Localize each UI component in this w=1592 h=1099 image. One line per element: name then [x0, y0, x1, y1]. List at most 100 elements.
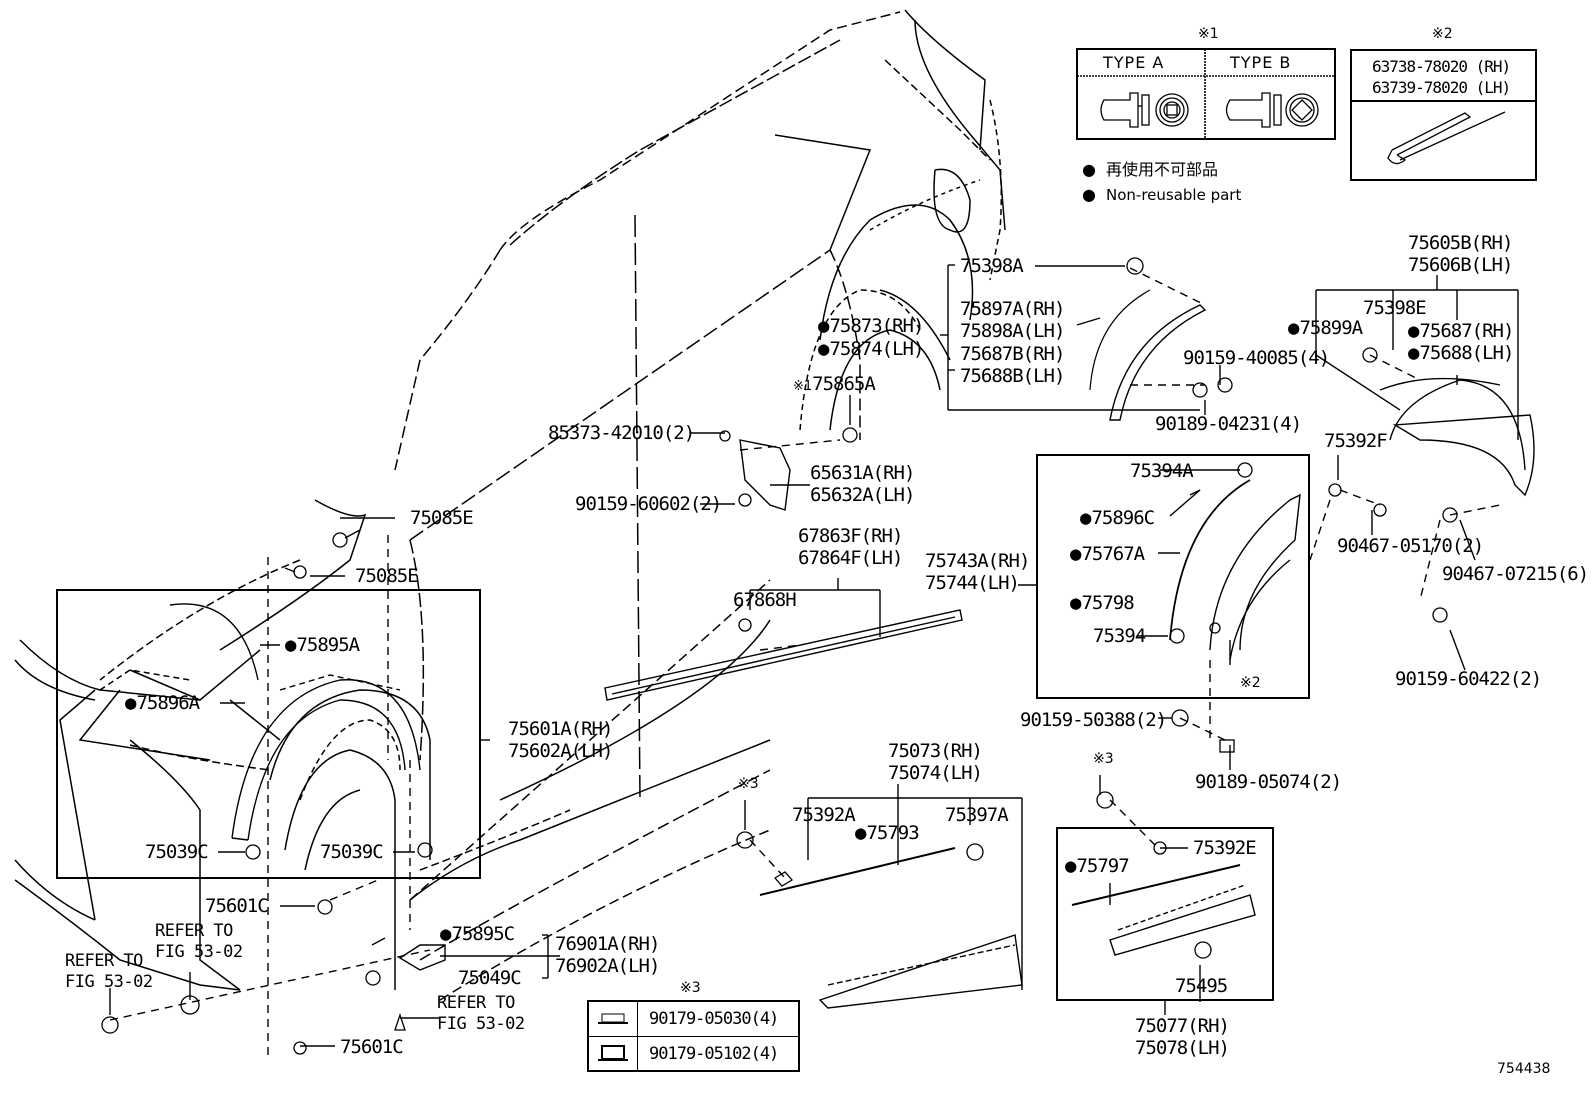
part-label-90189-05074[interactable]: 90189-05074(2)	[1195, 771, 1342, 793]
refer-note-left[interactable]: REFER TO FIG 53-02	[65, 951, 153, 992]
part-label-76901A[interactable]: 76901A(RH)	[555, 933, 660, 955]
part-label-75899A[interactable]: ●75899A	[1288, 317, 1363, 339]
nut-low-icon	[598, 1013, 628, 1024]
note3-part-1[interactable]: 90179-05030(4)	[649, 1009, 779, 1029]
part-label-75085E-upper[interactable]: 75085E	[410, 507, 474, 529]
refer-note-right[interactable]: REFER TO FIG 53-02	[437, 993, 525, 1034]
part-label-75039C-left[interactable]: 75039C	[145, 841, 209, 863]
non-reusable-dot-icon: ●	[818, 338, 829, 360]
part-label-75896C[interactable]: ●75896C	[1080, 507, 1155, 529]
part-label-90467-05170[interactable]: 90467-05170(2)	[1337, 535, 1484, 557]
non-reusable-dot-icon: ●	[1070, 543, 1081, 565]
non-reusable-dot-icon: ●	[1065, 855, 1076, 877]
part-label-85373-42010[interactable]: 85373-42010(2)	[548, 422, 695, 444]
part-label-75073[interactable]: 75073(RH)	[888, 740, 983, 762]
part-label-90159-60602[interactable]: 90159-60602(2)	[575, 493, 722, 515]
non-reusable-label-ja: 再使用不可部品	[1106, 160, 1219, 179]
callout-lines	[56, 264, 1519, 1047]
part-label-75688[interactable]: ●75688(LH)	[1408, 342, 1514, 364]
part-label-75687B[interactable]: 75687B(RH)	[960, 343, 1065, 365]
part-label-75767A[interactable]: ●75767A	[1070, 543, 1145, 565]
part-label-90159-60422[interactable]: 90159-60422(2)	[1395, 668, 1542, 690]
part-label-75605B[interactable]: 75605B(RH)	[1408, 232, 1513, 254]
part-label-75085E-lower[interactable]: 75085E	[355, 565, 419, 587]
part-label-75606B[interactable]: 75606B(LH)	[1408, 254, 1513, 276]
part-label-90159-40085[interactable]: 90159-40085(4)	[1183, 347, 1330, 369]
note-mark-3-right: ※3	[1093, 751, 1114, 767]
note3-part-2[interactable]: 90179-05102(4)	[649, 1044, 779, 1064]
non-reusable-dot-icon: ●	[818, 315, 829, 337]
part-label-75896A[interactable]: ●75896A	[125, 692, 200, 714]
nut-low-icon-cell	[589, 1002, 638, 1037]
clip-type-a-icon	[1100, 92, 1189, 128]
part-label-75394[interactable]: 75394	[1093, 625, 1146, 647]
note2-part-rh: 63738-78020 (RH)	[1372, 57, 1511, 76]
part-label-75895C[interactable]: ●75895C	[440, 923, 515, 945]
part-label-75897A[interactable]: 75897A(RH)	[960, 298, 1065, 320]
part-label-75392F[interactable]: 75392F	[1324, 430, 1388, 452]
non-reusable-dot-icon: ●	[855, 822, 866, 844]
part-label-75049C[interactable]: 75049C	[458, 967, 522, 989]
part-label-67863F[interactable]: 67863F(RH)	[798, 525, 903, 547]
part-label-75873[interactable]: ●75873(RH)	[818, 315, 924, 337]
part-label-75687[interactable]: ●75687(RH)	[1408, 320, 1514, 342]
non-reusable-dot-icon: ●	[1408, 342, 1419, 364]
non-reusable-dot-icon: ●	[125, 692, 136, 714]
part-label-75865A[interactable]: ※175865A	[793, 373, 876, 395]
part-label-75601C-lower[interactable]: 75601C	[340, 1036, 404, 1058]
part-label-75601A[interactable]: 75601A(RH)	[508, 718, 613, 740]
note-mark-3-table: ※3	[680, 980, 701, 996]
figure-id: 754438	[1497, 1061, 1551, 1077]
part-label-75077[interactable]: 75077(RH)	[1135, 1015, 1230, 1037]
part-label-65632A[interactable]: 65632A(LH)	[810, 484, 915, 506]
part-label-75394A[interactable]: 75394A	[1130, 460, 1194, 482]
part-label-75392A[interactable]: 75392A	[792, 804, 856, 826]
part-shapes	[169, 289, 1535, 1009]
part-label-75793[interactable]: ●75793	[855, 822, 920, 844]
part-label-67868H[interactable]: 67868H	[733, 589, 797, 611]
note-mark-2: ※2	[1432, 26, 1453, 42]
part-label-75398A[interactable]: 75398A	[960, 255, 1024, 277]
note-mark-2-inner: ※2	[1240, 675, 1261, 691]
part-label-75688B[interactable]: 75688B(LH)	[960, 365, 1065, 387]
part-label-90159-50388[interactable]: 90159-50388(2)	[1020, 709, 1167, 731]
part-label-75397A[interactable]: 75397A	[945, 804, 1009, 826]
part-label-90467-07215[interactable]: 90467-07215(6)	[1442, 563, 1589, 585]
part-label-76902A[interactable]: 76902A(LH)	[555, 955, 660, 977]
non-reusable-dot-icon: ●	[1070, 592, 1081, 614]
part-label-75895A[interactable]: ●75895A	[285, 634, 360, 656]
vehicle-outline	[14, 9, 1006, 1001]
type-b-label: TYPE B	[1230, 53, 1292, 72]
non-reusable-dot-icon: ●	[285, 634, 296, 656]
part-label-75392E[interactable]: 75392E	[1193, 837, 1257, 859]
part-label-75874[interactable]: ●75874(LH)	[818, 338, 924, 360]
part-label-75039C-right[interactable]: 75039C	[320, 841, 384, 863]
note-mark-3-left: ※3	[738, 776, 759, 792]
assembly-dashed-lines	[109, 267, 1501, 1060]
part-label-75398E[interactable]: 75398E	[1363, 297, 1427, 319]
part-label-75744[interactable]: 75744(LH)	[925, 572, 1020, 594]
weatherstrip-icon	[1387, 111, 1506, 165]
part-label-75898A[interactable]: 75898A(LH)	[960, 320, 1065, 342]
part-label-75495[interactable]: 75495	[1175, 975, 1228, 997]
part-label-75074[interactable]: 75074(LH)	[888, 762, 983, 784]
part-label-75797[interactable]: ●75797	[1065, 855, 1130, 877]
nut-tall-icon	[598, 1045, 628, 1061]
note-mark-1: ※1	[1198, 26, 1219, 42]
part-label-75078[interactable]: 75078(LH)	[1135, 1037, 1230, 1059]
refer-note-upper[interactable]: REFER TO FIG 53-02	[155, 921, 243, 962]
part-label-65631A[interactable]: 65631A(RH)	[810, 462, 915, 484]
part-label-75601C-upper[interactable]: 75601C	[205, 895, 269, 917]
non-reusable-dot-icon: ●	[1082, 160, 1096, 179]
part-label-75743A[interactable]: 75743A(RH)	[925, 550, 1030, 572]
clip-type-b-icon	[1225, 92, 1319, 128]
part-label-75798[interactable]: ●75798	[1070, 592, 1135, 614]
part-label-67864F[interactable]: 67864F(LH)	[798, 547, 903, 569]
non-reusable-dot-icon: ●	[440, 923, 451, 945]
non-reusable-dot-icon: ●	[1082, 185, 1096, 204]
part-label-90189-04231[interactable]: 90189-04231(4)	[1155, 413, 1302, 435]
non-reusable-dot-icon: ●	[1288, 317, 1299, 339]
table-divider	[589, 1036, 798, 1037]
part-label-75602A[interactable]: 75602A(LH)	[508, 740, 613, 762]
